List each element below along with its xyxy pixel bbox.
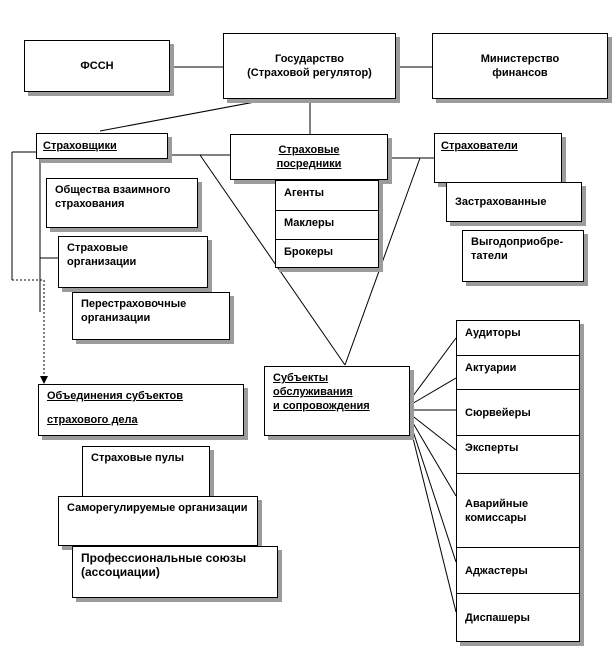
brokers-label: Брокеры	[284, 246, 334, 258]
intermediaries-box: Страховые посредники	[230, 134, 388, 180]
maklers-label: Маклеры	[284, 217, 335, 229]
associations-title-line1: Объединения субъектов	[47, 390, 183, 402]
associations-box: Объединения субъектов страхового дела	[38, 384, 244, 436]
auditors-item: Аудиторы	[457, 321, 579, 355]
brokers-maklers-item: Маклеры	[276, 210, 378, 239]
ministry-label-line2: финансов	[492, 67, 548, 79]
agents-label: Агенты	[284, 187, 325, 199]
actuaries-label: Актуарии	[465, 362, 517, 374]
policyholders-box: Страхователи	[434, 133, 562, 183]
beneficiaries-label: Выгодоприобре-татели	[471, 236, 564, 262]
auditors-label: Аудиторы	[465, 327, 521, 339]
professional-unions-label: Профессиональные союзы (ассоциации)	[81, 551, 247, 579]
fssn-box: ФССН	[24, 40, 170, 92]
intermediaries-title-line2: посредники	[276, 158, 342, 170]
service-list: Аудиторы Актуарии Сюрвейеры Эксперты Ава…	[456, 320, 580, 642]
professional-unions-box: Профессиональные союзы (ассоциации)	[72, 546, 278, 598]
service-title-line1: Субъекты	[273, 372, 329, 384]
sro-label: Саморегулируемые организации	[67, 502, 248, 514]
insured-box: Застрахованные	[446, 182, 582, 222]
intermediaries-title-line1: Страховые	[278, 144, 340, 156]
state-label: Государство	[275, 53, 344, 65]
surveyors-label: Сюрвейеры	[465, 406, 531, 419]
experts-label: Эксперты	[465, 442, 519, 454]
service-title-line2: обслуживания	[273, 386, 353, 398]
emergency-commissioners-item: Аварийные комиссары	[457, 473, 579, 547]
reinsurance-organizations-label: Перестраховочные организации	[81, 298, 187, 324]
experts-item: Эксперты	[457, 435, 579, 473]
insurance-pools-label: Страховые пулы	[91, 452, 185, 464]
regulator-label: (Страховой регулятор)	[247, 67, 372, 79]
insurers-title: Страховщики	[43, 140, 117, 152]
dispachers-item: Диспашеры	[457, 593, 579, 641]
beneficiaries-box: Выгодоприобре-татели	[462, 230, 584, 282]
mutual-insurance-label: Общества взаимного страхования	[55, 184, 171, 210]
service-subjects-box: Субъекты обслуживания и сопровождения	[264, 366, 410, 436]
brokers-item: Брокеры	[276, 239, 378, 268]
insurers-box: Страховщики	[36, 133, 168, 159]
reinsurance-organizations-box: Перестраховочные организации	[72, 292, 230, 340]
adjusters-item: Аджастеры	[457, 547, 579, 593]
actuaries-item: Актуарии	[457, 355, 579, 389]
intermediaries-list: Агенты Маклеры Брокеры	[275, 180, 379, 268]
associations-title-line2: страхового дела	[47, 414, 138, 426]
insurance-organizations-box: Страховые организации	[58, 236, 208, 288]
adjusters-label: Аджастеры	[465, 564, 528, 577]
service-title-line3: и сопровождения	[273, 400, 370, 412]
policyholders-title: Страхователи	[441, 140, 518, 152]
dispachers-label: Диспашеры	[465, 611, 530, 624]
insured-label: Застрахованные	[455, 196, 547, 208]
fssn-label: ФССН	[80, 60, 114, 72]
emergency-commissioners-label: Аварийные комиссары	[465, 497, 529, 524]
surveyors-item: Сюрвейеры	[457, 389, 579, 435]
sro-box: Саморегулируемые организации	[58, 496, 258, 546]
insurance-organizations-label: Страховые организации	[67, 242, 137, 268]
state-regulator-box: Государство (Страховой регулятор)	[223, 33, 396, 99]
mutual-insurance-box: Общества взаимного страхования	[46, 178, 198, 228]
ministry-of-finance-box: Министерство финансов	[432, 33, 608, 99]
ministry-label-line1: Министерство	[480, 53, 560, 65]
insurance-pools-box: Страховые пулы	[82, 446, 210, 498]
agents-item: Агенты	[276, 181, 378, 210]
